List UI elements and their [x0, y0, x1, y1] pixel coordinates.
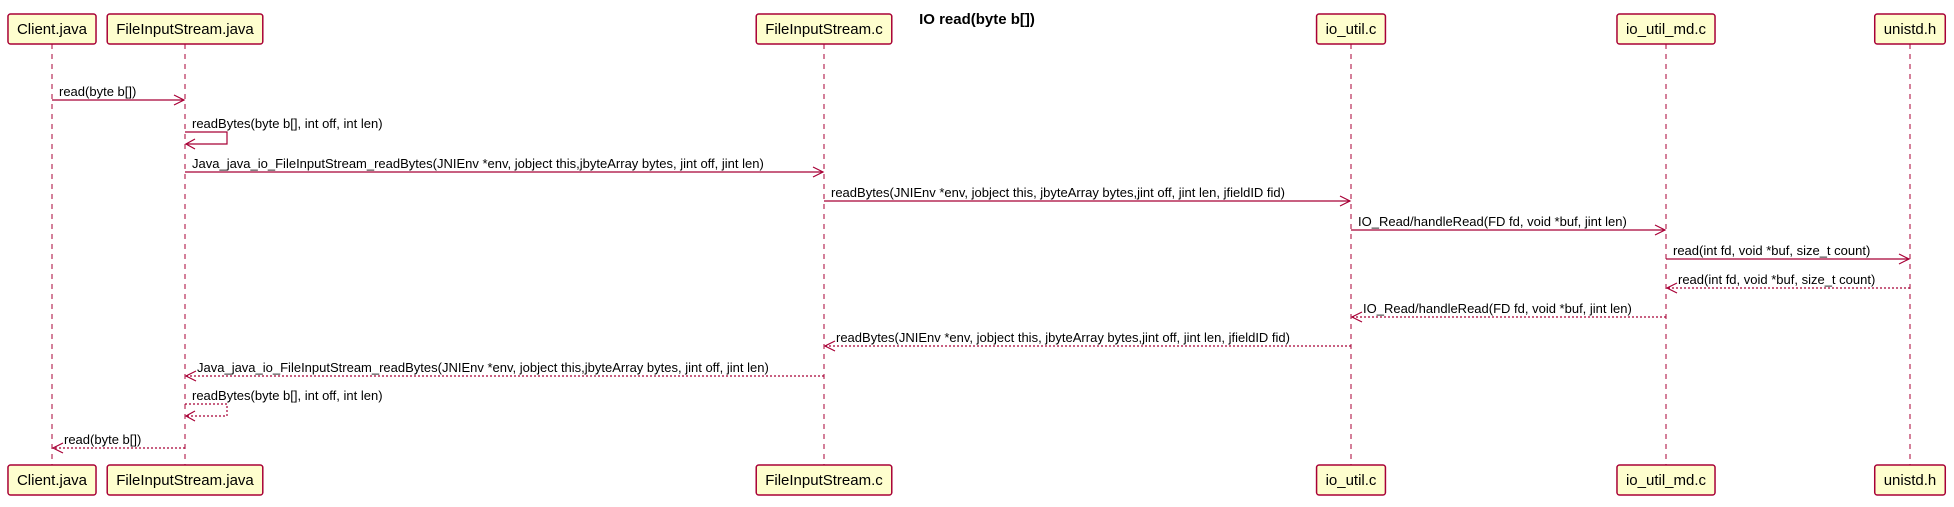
participant-unistd-top: unistd.h [1873, 13, 1947, 45]
participant-box [1315, 464, 1387, 496]
message-10: Java_java_io_FileInputStream_readBytes(J… [184, 360, 824, 382]
participant-fis_java-bottom: FileInputStream.java [106, 464, 264, 496]
message-11: readBytes(byte b[], int off, int len) [184, 388, 383, 422]
participant-client-bottom: Client.java [7, 464, 97, 496]
messages: read(byte b[]) readBytes(byte b[], int of… [51, 84, 1911, 454]
message-arrowhead [184, 138, 196, 150]
participant-io_util_md-top: io_util_md.c [1616, 13, 1716, 45]
participant-box [1616, 13, 1716, 45]
participant-box [1873, 464, 1947, 496]
message-label: IO_Read/handleRead(FD fd, void *buf, jin… [1358, 214, 1627, 229]
message-arrowhead [173, 94, 186, 106]
message-3: Java_java_io_FileInputStream_readBytes(J… [185, 156, 825, 178]
message-label: Java_java_io_FileInputStream_readBytes(J… [192, 156, 764, 171]
message-arrowhead [823, 340, 836, 352]
participant-label: unistd.h [1884, 21, 1937, 38]
message-9: readBytes(JNIEnv *env, jobject this, jby… [823, 330, 1351, 352]
message-1: read(byte b[]) [52, 84, 186, 106]
participant-io_util-bottom: io_util.c [1315, 464, 1387, 496]
message-12: read(byte b[]) [51, 432, 185, 454]
participant-box [1616, 464, 1716, 496]
message-label: read(int fd, void *buf, size_t count) [1673, 243, 1870, 258]
participant-label: FileInputStream.java [116, 472, 254, 489]
message-line [185, 403, 228, 417]
message-arrowhead [1654, 224, 1667, 236]
message-label: readBytes(byte b[], int off, int len) [192, 116, 383, 131]
participant-label: io_util_md.c [1626, 21, 1707, 38]
participant-label: io_util_md.c [1626, 472, 1707, 489]
message-label: read(byte b[]) [59, 84, 136, 99]
message-arrowhead [1339, 195, 1352, 207]
diagram-title: IO read(byte b[]) [919, 11, 1035, 28]
participant-fis_java-top: FileInputStream.java [106, 13, 264, 45]
message-line [185, 131, 228, 145]
message-4: readBytes(JNIEnv *env, jobject this, jby… [824, 185, 1352, 207]
participants-bottom: Client.java FileInputStream.java FileInput… [7, 464, 1947, 496]
participant-label: unistd.h [1884, 472, 1937, 489]
participant-box [755, 13, 893, 45]
participant-box [755, 464, 893, 496]
participant-box [106, 464, 264, 496]
participant-box [106, 13, 264, 45]
message-6: read(int fd, void *buf, size_t count) [1666, 243, 1911, 265]
participant-label: FileInputStream.c [765, 472, 883, 489]
participant-label: io_util.c [1326, 472, 1377, 489]
participant-box [1873, 13, 1947, 45]
participant-box [7, 13, 97, 45]
participant-fis_c-top: FileInputStream.c [755, 13, 893, 45]
message-label: read(int fd, void *buf, size_t count) [1678, 272, 1875, 287]
message-arrowhead [1350, 311, 1363, 323]
lifelines [51, 44, 1911, 465]
message-label: readBytes(byte b[], int off, int len) [192, 388, 383, 403]
message-2: readBytes(byte b[], int off, int len) [184, 116, 383, 150]
message-label: readBytes(JNIEnv *env, jobject this, jby… [836, 330, 1290, 345]
participant-label: io_util.c [1326, 21, 1377, 38]
message-7: read(int fd, void *buf, size_t count) [1665, 272, 1910, 294]
participant-unistd-bottom: unistd.h [1873, 464, 1947, 496]
message-arrowhead [812, 166, 825, 178]
message-arrowhead [1898, 253, 1911, 265]
message-label: IO_Read/handleRead(FD fd, void *buf, jin… [1363, 301, 1632, 316]
participant-label: Client.java [17, 472, 88, 489]
message-arrowhead [51, 442, 64, 454]
participant-fis_c-bottom: FileInputStream.c [755, 464, 893, 496]
participant-box [7, 464, 97, 496]
message-8: IO_Read/handleRead(FD fd, void *buf, jin… [1350, 301, 1666, 323]
message-label: Java_java_io_FileInputStream_readBytes(J… [197, 360, 769, 375]
participants-top: Client.java FileInputStream.java FileInput… [7, 13, 1947, 45]
participant-box [1315, 13, 1387, 45]
participant-label: FileInputStream.c [765, 21, 883, 38]
message-arrowhead [184, 410, 196, 422]
message-label: readBytes(JNIEnv *env, jobject this, jby… [831, 185, 1285, 200]
message-label: read(byte b[]) [64, 432, 141, 447]
message-arrowhead [184, 370, 197, 382]
message-arrowhead [1665, 282, 1678, 294]
message-5: IO_Read/handleRead(FD fd, void *buf, jin… [1351, 214, 1667, 236]
participant-client-top: Client.java [7, 13, 97, 45]
participant-label: Client.java [17, 21, 88, 38]
participant-label: FileInputStream.java [116, 21, 254, 38]
participant-io_util-top: io_util.c [1315, 13, 1387, 45]
participant-io_util_md-bottom: io_util_md.c [1616, 464, 1716, 496]
